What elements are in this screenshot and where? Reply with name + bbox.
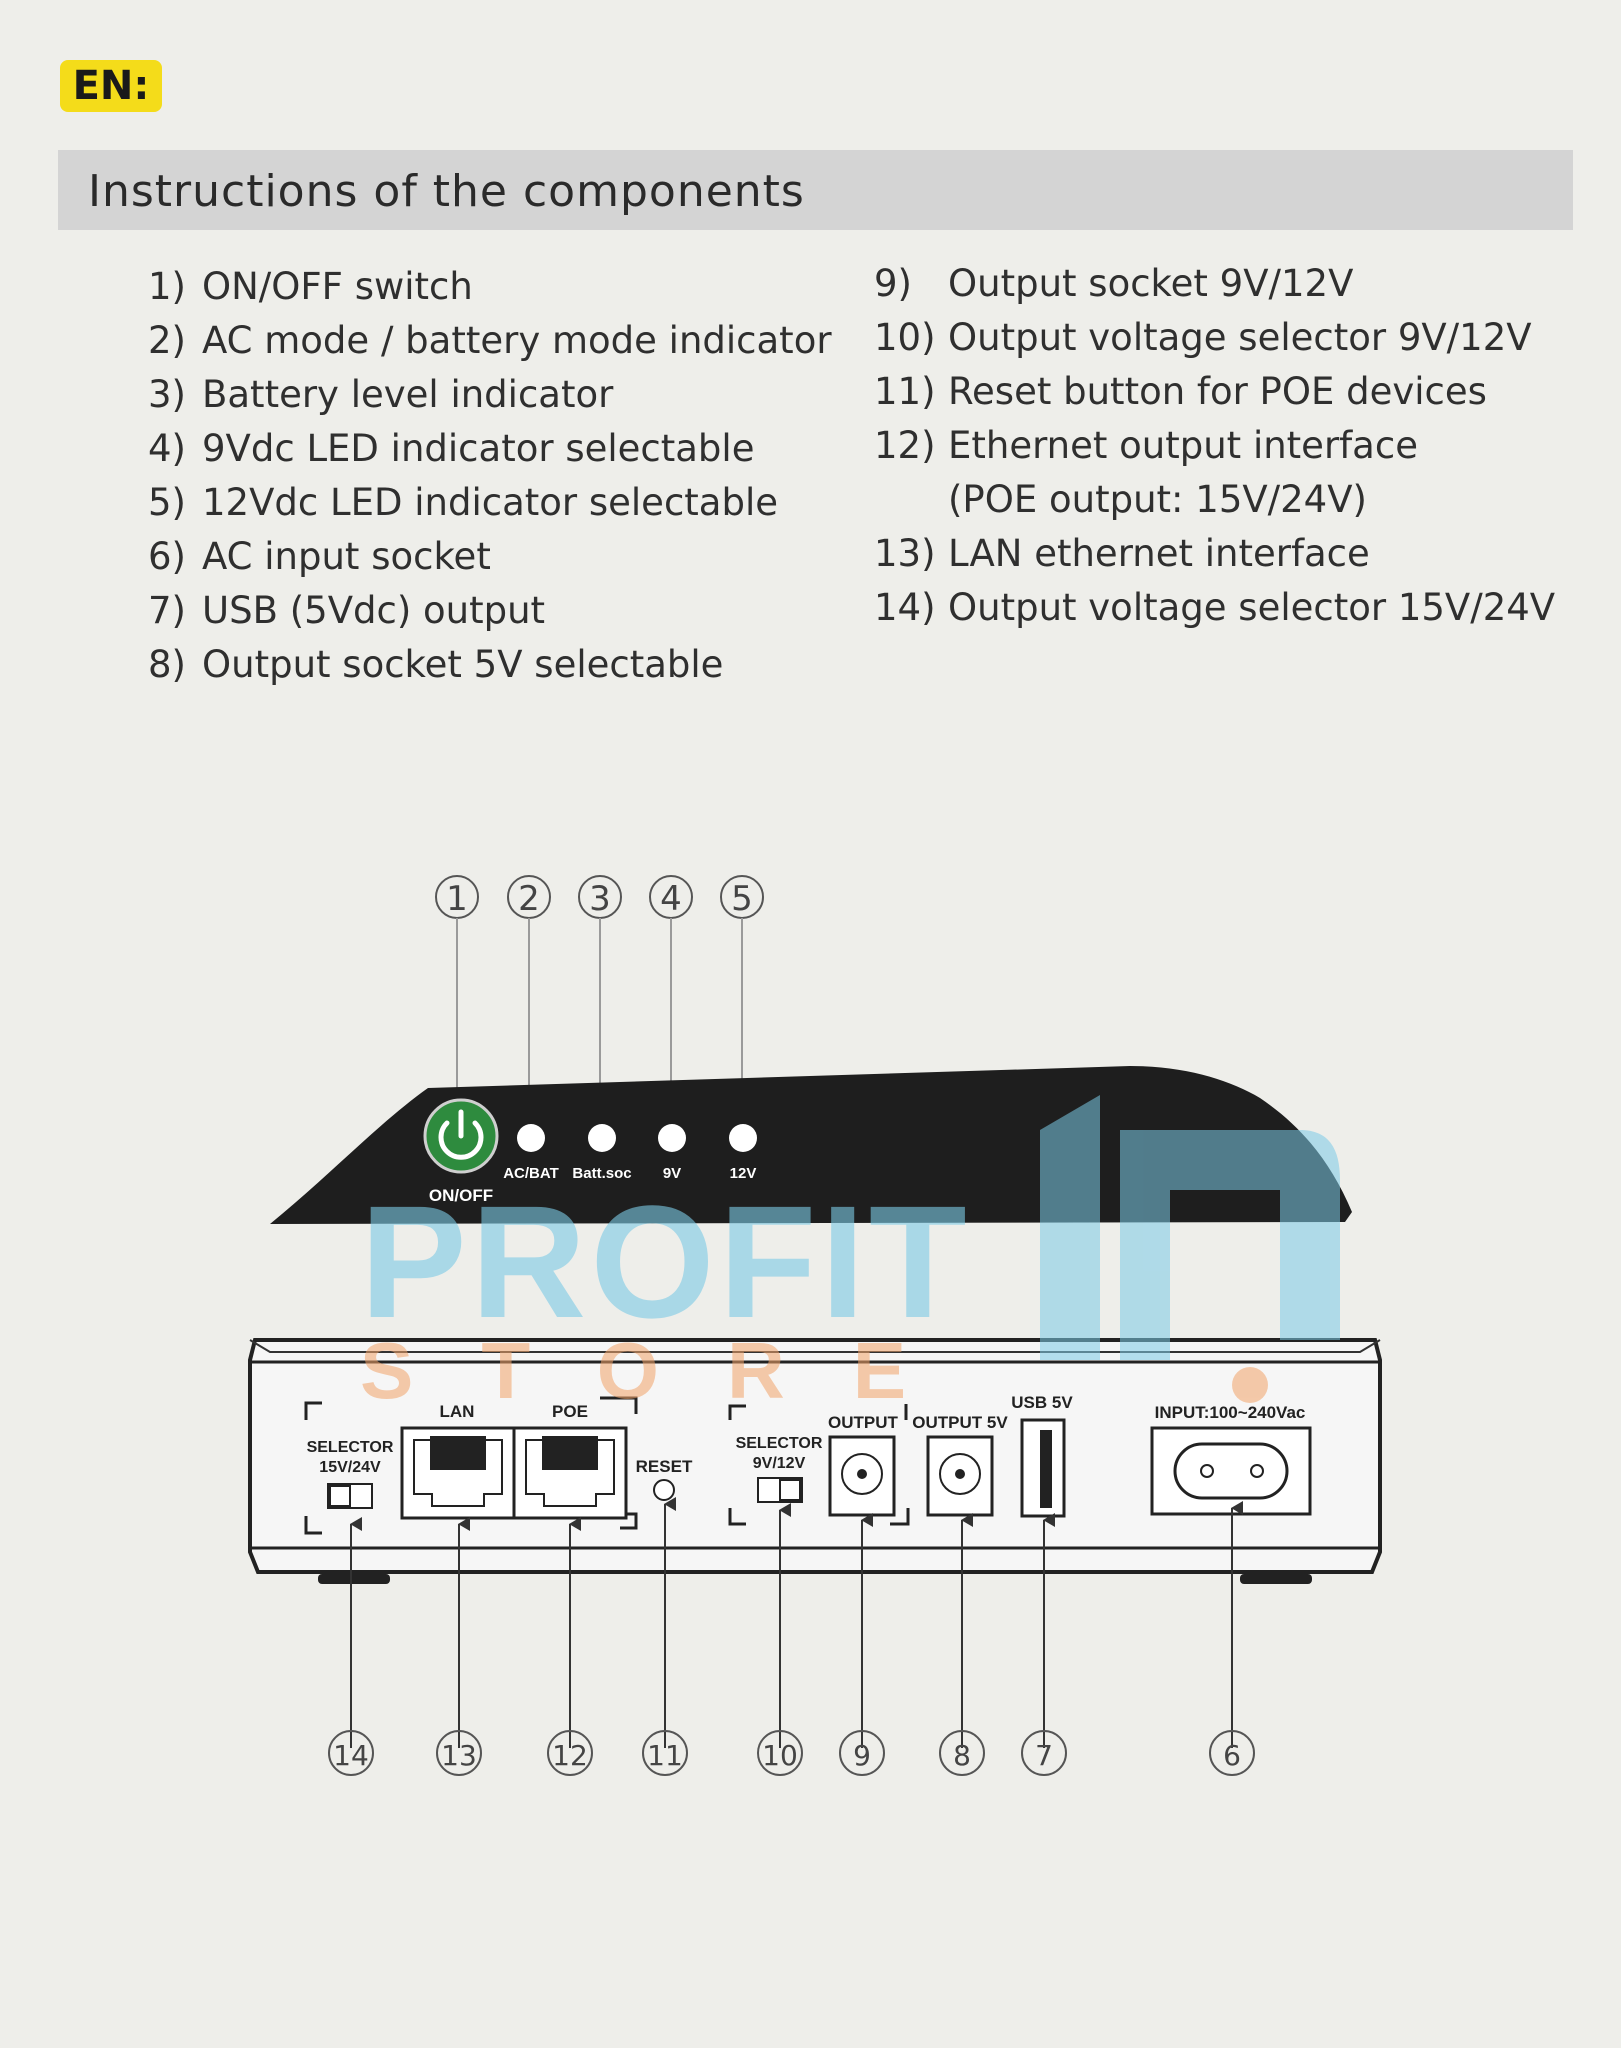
lan-port[interactable] (400, 1426, 516, 1520)
svg-text:6: 6 (1223, 1739, 1241, 1772)
callout-7: 7 (1021, 1513, 1067, 1776)
callout-8: 8 (939, 1513, 985, 1776)
list-item: 2)AC mode / battery mode indicator (148, 319, 832, 362)
svg-text:5: 5 (731, 879, 753, 919)
list-item: 11)Reset button for POE devices (874, 370, 1487, 413)
battery-led (588, 1124, 616, 1152)
usb-port[interactable] (1020, 1418, 1066, 1518)
callout-10: 10 (757, 1503, 803, 1776)
callout-9: 9 (839, 1513, 885, 1776)
svg-text:7: 7 (1035, 1739, 1053, 1772)
svg-text:3: 3 (589, 879, 611, 919)
svg-text:8: 8 (953, 1739, 971, 1772)
onoff-label: ON/OFF (429, 1186, 493, 1205)
item-12-continuation: (POE output: 15V/24V) (948, 478, 1367, 521)
list-item: 9)Output socket 9V/12V (874, 262, 1354, 305)
watermark-store: STORE (360, 1326, 975, 1415)
label-9v: 9V (663, 1165, 681, 1182)
callout-4: 4 (649, 875, 693, 1117)
acbat-led (517, 1124, 545, 1152)
list-item: 12)Ethernet output interface (874, 424, 1418, 467)
list-item: 8)Output socket 5V selectable (148, 643, 724, 686)
batt-label: Batt.soc (572, 1165, 631, 1182)
list-item: 7)USB (5Vdc) output (148, 589, 546, 632)
svg-text:10: 10 (762, 1739, 798, 1772)
bottom-callouts: 14 13 12 11 10 9 8 (328, 1497, 1255, 1776)
reset-button[interactable] (653, 1479, 675, 1501)
reset-label: RESET (636, 1457, 693, 1476)
list-item: 1)ON/OFF switch (148, 265, 473, 308)
output-socket-9v-12v[interactable] (828, 1435, 896, 1517)
selector-9v-12v-switch[interactable] (757, 1477, 803, 1503)
poe-port[interactable] (512, 1426, 628, 1520)
selector-1524-sub: 15V/24V (319, 1459, 381, 1476)
selector-912-sub: 9V/12V (753, 1455, 806, 1472)
led-9v (658, 1124, 686, 1152)
selector-15v-24v-switch[interactable] (327, 1483, 373, 1509)
list-item: 10)Output voltage selector 9V/12V (874, 316, 1532, 359)
svg-text:1: 1 (446, 879, 468, 919)
poe-label: POE (552, 1402, 588, 1421)
input-label: INPUT:100~240Vac (1155, 1403, 1306, 1422)
list-item: 6)AC input socket (148, 535, 491, 578)
power-icon (438, 1109, 484, 1160)
callout-14: 14 (328, 1517, 374, 1776)
power-button[interactable] (423, 1098, 499, 1174)
svg-text:12: 12 (552, 1739, 588, 1772)
svg-text:14: 14 (333, 1739, 369, 1772)
section-title: Instructions of the components (88, 166, 805, 217)
callout-11: 11 (642, 1497, 688, 1776)
svg-text:2: 2 (518, 879, 540, 919)
callout-1: 1 (435, 875, 479, 1099)
callout-3: 3 (578, 875, 622, 1117)
callout-6: 6 (1209, 1501, 1255, 1776)
output-socket-5v[interactable] (926, 1435, 994, 1517)
ac-input-socket[interactable] (1150, 1426, 1312, 1516)
svg-text:11: 11 (647, 1739, 683, 1772)
callout-13: 13 (436, 1517, 482, 1776)
callout-12: 12 (547, 1517, 593, 1776)
svg-text:4: 4 (660, 879, 682, 919)
list-item: 13)LAN ethernet interface (874, 532, 1370, 575)
list-item: 14)Output voltage selector 15V/24V (874, 586, 1556, 629)
watermark-profit: PROFIT (360, 1172, 971, 1351)
svg-text:9: 9 (853, 1739, 871, 1772)
selector-912-label: SELECTOR (736, 1435, 823, 1452)
list-item: 4)9Vdc LED indicator selectable (148, 427, 755, 470)
led-12v (729, 1124, 757, 1152)
selector-1524-label: SELECTOR (307, 1439, 394, 1456)
svg-text:13: 13 (441, 1739, 477, 1772)
top-callouts: 1 2 3 4 5 (435, 875, 764, 1117)
section-header-bar (58, 150, 1573, 230)
acbat-label: AC/BAT (503, 1165, 559, 1182)
label-12v: 12V (730, 1165, 757, 1182)
language-badge: EN: (60, 60, 162, 112)
callout-5: 5 (720, 875, 764, 1117)
usb-5v-label: USB 5V (1011, 1393, 1073, 1412)
list-item: 3)Battery level indicator (148, 373, 614, 416)
output-label: OUTPUT (828, 1413, 899, 1432)
callout-2: 2 (507, 875, 551, 1117)
lan-label: LAN (440, 1402, 475, 1421)
list-item: 5)12Vdc LED indicator selectable (148, 481, 778, 524)
watermark-logo-mark (1040, 1095, 1340, 1403)
output-5v-label: OUTPUT 5V (912, 1413, 1008, 1432)
